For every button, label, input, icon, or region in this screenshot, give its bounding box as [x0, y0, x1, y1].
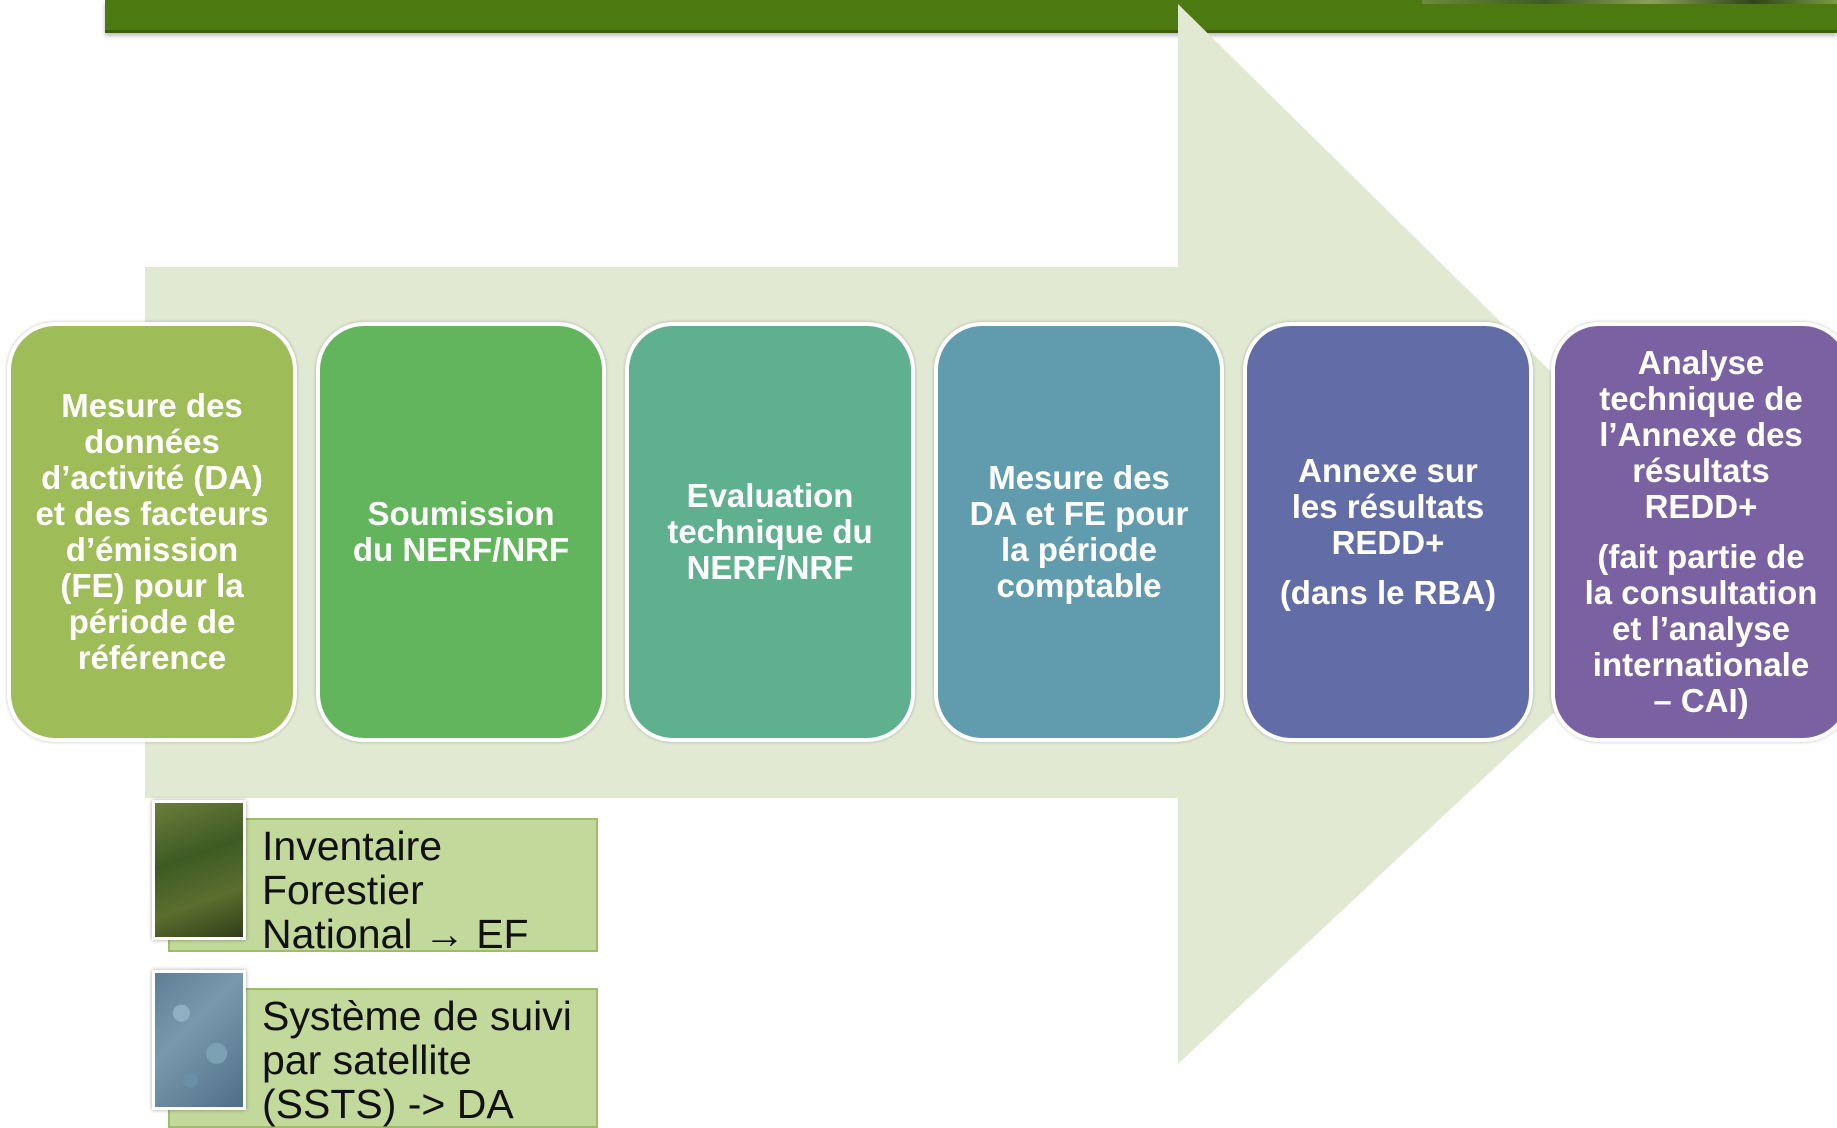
note-satellite-monitoring-text: Système de suivi par satellite (SSTS) ->…	[262, 993, 572, 1127]
step-4-accounting-measurement: Mesure des DA et FE pour la période comp…	[934, 322, 1224, 742]
step-5-subtext: (dans le RBA)	[1279, 574, 1497, 611]
step-5-results-annex: Annexe sur les résultats REDD+ (dans le …	[1243, 322, 1533, 742]
header-bar	[105, 0, 1837, 33]
step-1-reference-measurement: Mesure des données d’activité (DA) et de…	[7, 322, 297, 742]
step-6-technical-analysis: Analyse technique de l’Annexe des résult…	[1551, 322, 1837, 742]
satellite-image-photo	[152, 970, 246, 1110]
step-3-technical-evaluation: Evaluation technique du NERF/NRF	[625, 322, 915, 742]
forest-worker-photo	[152, 800, 246, 940]
step-1-text: Mesure des données d’activité (DA) et de…	[35, 387, 269, 676]
step-5-text: Annexe sur les résultats REDD+	[1291, 452, 1485, 561]
step-6-text: Analyse technique de l’Annexe des résult…	[1599, 344, 1803, 525]
step-4-text: Mesure des DA et FE pour la période comp…	[969, 459, 1189, 604]
step-2-text: Soumission du NERF/NRF	[352, 495, 570, 568]
step-2-submission: Soumission du NERF/NRF	[316, 322, 606, 742]
step-3-text: Evaluation technique du NERF/NRF	[667, 477, 873, 586]
header-photo-strip	[1422, 0, 1837, 4]
step-6-subtext: (fait partie de la consultation et l’ana…	[1584, 538, 1818, 719]
note-forest-inventory-text: Inventaire Forestier National → EF	[262, 823, 529, 957]
